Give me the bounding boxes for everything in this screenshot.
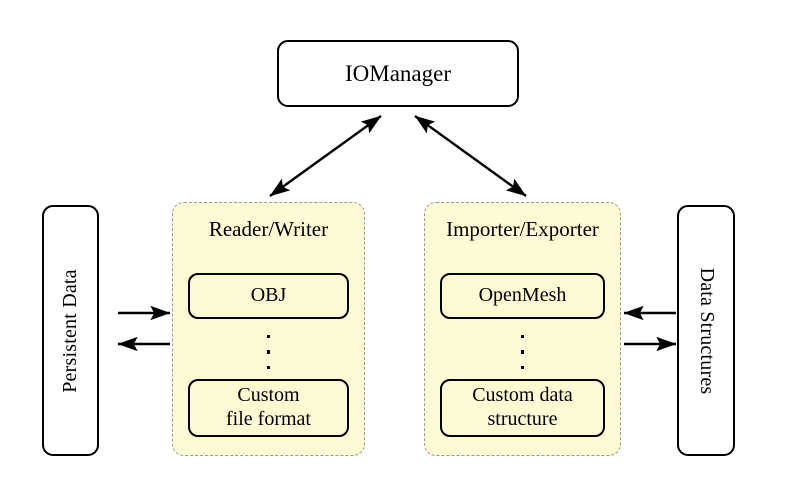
arrow-manager-reader-writer [269,115,382,197]
obj-label: OBJ [250,284,287,307]
persistent-data-label: Persistent Data [58,268,81,393]
openmesh-label: OpenMesh [478,284,567,307]
data-structures-node: Data Structures [677,205,735,456]
reader-writer-panel: Reader/Writer OBJ Custom file format [172,202,365,456]
custom-file-format-label-line2: file format [226,408,311,430]
custom-file-format-node: Custom file format [188,379,349,437]
custom-file-format-label-line1: Custom [237,384,300,407]
data-structures-label: Data Structures [695,267,718,394]
importer-exporter-ellipsis-icon [425,335,620,369]
custom-data-structure-node: Custom data structure [440,379,605,437]
importer-exporter-panel: Importer/Exporter OpenMesh Custom data s… [424,202,621,456]
importer-exporter-title: Importer/Exporter [446,217,599,241]
reader-writer-title: Reader/Writer [208,217,329,241]
openmesh-node: OpenMesh [440,273,605,319]
iomanager-node: IOManager [277,40,519,107]
persistent-data-node: Persistent Data [42,205,99,456]
custom-data-structure-label-line1: Custom data [472,384,573,407]
custom-data-structure-label-line2: structure [487,408,558,430]
arrow-manager-importer-exporter [414,115,527,197]
reader-writer-ellipsis-icon [173,335,364,369]
obj-node: OBJ [188,273,349,319]
iomanager-label: IOManager [344,60,451,86]
